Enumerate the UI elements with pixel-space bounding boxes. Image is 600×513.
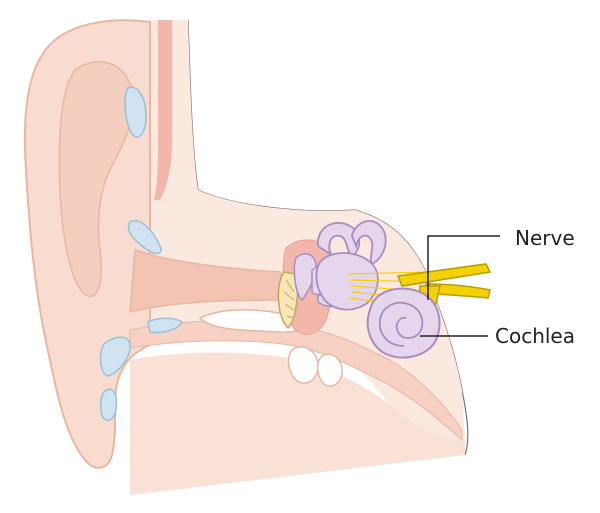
cartilage-plate	[147, 317, 183, 334]
cartilage-plate	[100, 388, 118, 421]
cartilage-group	[99, 86, 183, 421]
bone-piece	[287, 346, 319, 384]
cochlea	[366, 287, 441, 359]
vestibular-system	[315, 220, 387, 311]
cartilage-plate	[99, 336, 131, 377]
nerve-branch	[396, 263, 492, 287]
pink-strip	[154, 20, 172, 200]
nerve-label: Nerve	[515, 226, 575, 250]
cochlea-label: Cochlea	[495, 324, 575, 348]
cartilage-plate	[127, 219, 162, 255]
vestibule	[315, 252, 379, 311]
lower-tissue	[130, 352, 465, 495]
bone-piece	[316, 353, 343, 387]
nerve-leader-line	[427, 235, 500, 300]
cartilage-plate	[124, 86, 147, 138]
nerve-branch	[425, 283, 491, 299]
bone-group	[198, 309, 343, 387]
